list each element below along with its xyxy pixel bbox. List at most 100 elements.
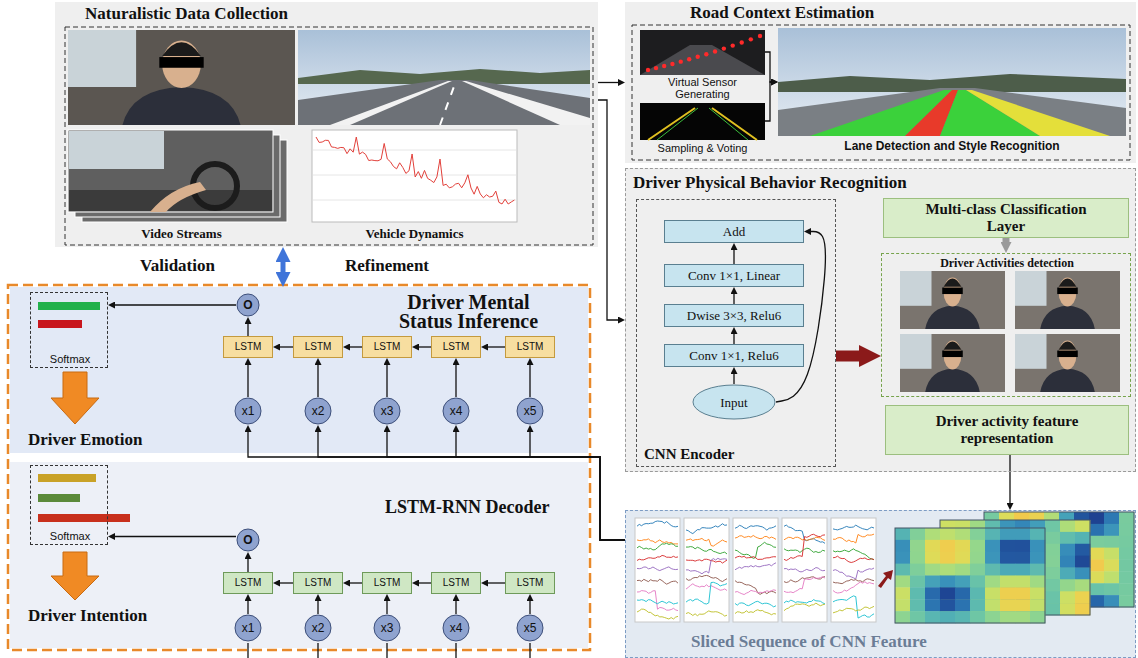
feature-plot [833, 606, 874, 612]
node-label: O [243, 298, 252, 312]
feature-plot [833, 525, 874, 530]
virtual-sensor-dots [722, 46, 726, 50]
driver-photo [900, 334, 1005, 392]
feature-plot [637, 543, 678, 550]
feature-map [940, 576, 955, 588]
virtual-sensor-dots [670, 62, 674, 66]
feature-plot [686, 524, 727, 534]
feature-map [1060, 532, 1075, 544]
speed-curve [313, 150, 516, 151]
feature-plot [735, 542, 776, 558]
lane-detection-image [966, 90, 1110, 136]
input-ellipse: Input [692, 384, 776, 420]
feature-map [910, 564, 925, 576]
feature-map [895, 528, 1045, 623]
connector [247, 559, 248, 572]
dynamics-chart [312, 130, 517, 222]
image-caption: Lane Detection and Style Recognition [778, 139, 1126, 153]
feature-map [1000, 528, 1015, 540]
circle-outline [305, 398, 331, 424]
sensor-image [640, 30, 765, 75]
cell-label: LSTM [305, 577, 332, 589]
feature-map [970, 587, 985, 599]
feature-map [1045, 520, 1060, 532]
feature-plot [784, 600, 825, 604]
feature-map [1089, 595, 1104, 607]
softmax-label: Softmax [31, 353, 109, 366]
virtual-sensor-dots [687, 57, 691, 61]
feature-map [1030, 528, 1045, 540]
feature-map [1119, 571, 1134, 583]
lane-sample-image [657, 108, 748, 140]
feature-map [1104, 571, 1119, 583]
feature-plot [833, 556, 874, 562]
feature-plot [735, 535, 776, 539]
input-line [455, 643, 456, 658]
connector [765, 82, 771, 121]
output-arrow [51, 372, 99, 600]
connector [733, 294, 734, 304]
feature-map [1045, 556, 1060, 568]
feature-plot [733, 518, 778, 622]
feature-map [1075, 544, 1090, 556]
speed-curve [316, 137, 514, 204]
cell-label: LSTM [517, 577, 544, 589]
driver-photo [1059, 278, 1077, 286]
connector [488, 346, 505, 347]
feature-map [1119, 548, 1134, 560]
input-line [247, 643, 248, 658]
node-label: Input [720, 395, 747, 410]
feature-map [1045, 568, 1060, 580]
driver-photo [925, 306, 980, 329]
box-label: Multi-class Classification Layer [914, 201, 1099, 235]
panel-title: Road Context Estimation [690, 3, 1020, 23]
node-label: x4 [450, 404, 463, 418]
band-title: Driver Mental Status Inference [386, 293, 551, 331]
feature-map [1119, 595, 1134, 607]
feature-map [1000, 587, 1015, 599]
feature-plot [833, 534, 874, 543]
feature-map [985, 599, 1000, 611]
connector [350, 582, 362, 583]
input-line [529, 643, 530, 658]
feature-map [1089, 571, 1104, 583]
feature-map [895, 512, 1134, 623]
driver-photo [162, 42, 201, 56]
feature-plot [637, 539, 678, 544]
feature-map [1000, 540, 1015, 552]
feature-plot [784, 548, 825, 552]
feature-map [955, 552, 970, 564]
output-node: O [236, 528, 260, 552]
sensor-image [640, 45, 765, 75]
feature-map [940, 520, 1090, 615]
layer-box: Conv 1×1, Linear [664, 264, 804, 287]
driver-photo [1015, 334, 1120, 392]
feature-plot [735, 525, 776, 530]
circle-outline [374, 398, 400, 424]
input-node: x1 [234, 397, 262, 425]
feature-plot [686, 582, 727, 604]
node-label: x2 [312, 621, 325, 635]
feature-map [955, 611, 970, 623]
feature-map [910, 599, 925, 611]
feature-map [1030, 587, 1045, 599]
lstm-cell: LSTM [505, 572, 555, 594]
arrow-label: Refinement [345, 256, 475, 276]
feature-map [910, 552, 925, 564]
feature-map [910, 611, 925, 623]
virtual-sensor-dots [704, 52, 708, 56]
connector [765, 52, 771, 82]
feature-map [970, 528, 985, 540]
feature-map [895, 528, 910, 540]
feature-map [910, 528, 925, 540]
feature-map [1119, 583, 1134, 595]
virtual-sensor-dots [713, 49, 717, 53]
panel-title: Driver Physical Behavior Recognition [633, 173, 1073, 193]
feature-map [985, 564, 1000, 576]
softmax-box: Softmax [30, 292, 108, 368]
road-photo [298, 30, 590, 125]
panel-fill [10, 462, 588, 648]
connector [1009, 455, 1010, 503]
feature-map [1045, 591, 1060, 603]
